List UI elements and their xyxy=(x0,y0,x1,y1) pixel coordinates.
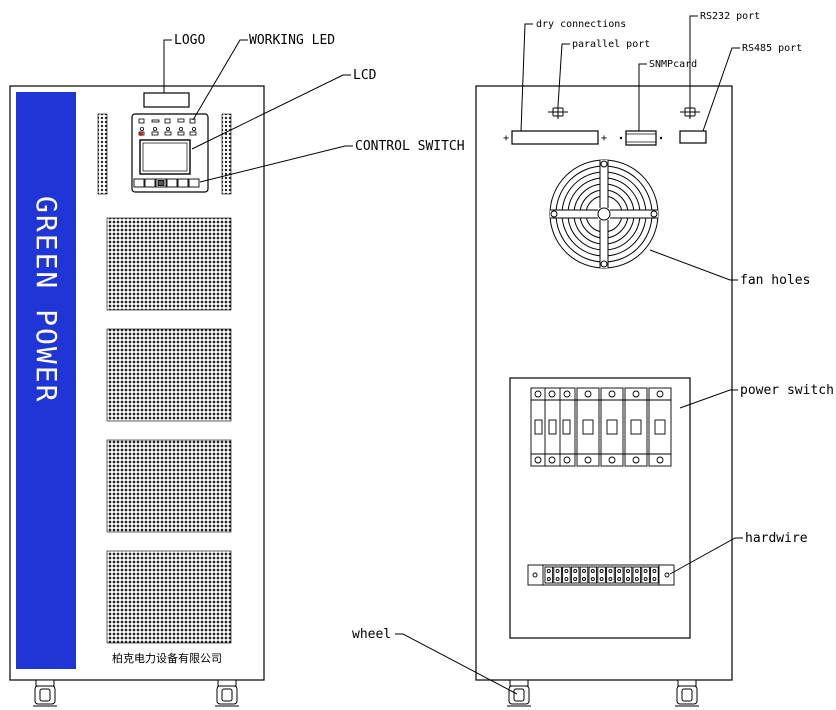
brand-text: GREEN POWER xyxy=(30,196,63,403)
terminal-screw xyxy=(546,577,551,581)
terminal-screw xyxy=(643,569,648,573)
callout-dry-connections: dry connections xyxy=(536,19,626,30)
front-vent-2 xyxy=(106,328,232,422)
screw-mark: + xyxy=(503,133,509,144)
terminal-screw xyxy=(634,569,639,573)
rear-view: + + xyxy=(352,11,834,707)
parallel-port xyxy=(548,105,568,119)
front-vent-3 xyxy=(106,439,232,533)
callout-rs485-port: RS485 port xyxy=(742,43,802,54)
terminal-screw xyxy=(626,569,630,573)
dry-connections-port xyxy=(511,130,599,145)
rear-cabinet xyxy=(475,85,733,681)
terminal-screw xyxy=(652,569,657,573)
rs232-port xyxy=(680,105,700,119)
front-vent-1 xyxy=(106,217,232,311)
terminal-screw xyxy=(555,577,560,581)
callout-logo: LOGO xyxy=(174,33,205,48)
terminal-cell xyxy=(553,566,562,584)
terminal-screw xyxy=(564,569,569,573)
logo-plate xyxy=(143,92,190,108)
terminal-screw xyxy=(546,569,551,573)
company-name: 柏克电力设备有限公司 xyxy=(112,651,222,665)
terminal-screw xyxy=(573,577,578,581)
fault-led xyxy=(139,132,143,136)
terminal-cell xyxy=(588,566,598,584)
terminal-cell xyxy=(641,566,650,584)
breaker-panel xyxy=(509,377,691,639)
terminal-screw xyxy=(573,569,578,573)
terminal-cell xyxy=(570,566,580,584)
terminal-screw xyxy=(555,569,560,573)
snmp-card-slot xyxy=(625,130,657,146)
front-left-wheel xyxy=(33,679,57,707)
terminal-cell xyxy=(623,566,633,584)
front-vent-4 xyxy=(106,550,232,644)
lcd-screen xyxy=(139,139,191,175)
terminal-screw xyxy=(599,577,604,581)
hardwire-terminal-block xyxy=(527,564,675,586)
terminal-cell xyxy=(544,566,554,584)
terminal-screw xyxy=(634,577,639,581)
callout-snmp-card: SNMPcard xyxy=(649,59,697,70)
terminal-screw xyxy=(608,577,613,581)
terminal-screw xyxy=(564,577,569,581)
rs485-port xyxy=(679,130,707,144)
callout-power-switch: power switch xyxy=(740,383,834,398)
rear-callout-lines xyxy=(395,15,743,695)
terminal-screw xyxy=(590,577,595,581)
front-callout-lines xyxy=(163,39,353,183)
fan-grille xyxy=(549,159,659,269)
front-right-wheel xyxy=(215,679,239,707)
terminal-screw xyxy=(652,577,657,581)
terminal-cell xyxy=(562,566,571,584)
terminal-cell xyxy=(614,566,624,584)
terminal-screw xyxy=(617,569,622,573)
control-switch-buttons xyxy=(133,178,200,188)
callout-wheel: wheel xyxy=(352,627,391,642)
terminal-screw xyxy=(582,569,586,573)
terminal-screw xyxy=(617,577,622,581)
working-led-indicators xyxy=(138,118,197,136)
brand-panel xyxy=(16,92,76,669)
rear-right-wheel xyxy=(675,679,699,707)
callout-rs232-port: RS232 port xyxy=(700,11,760,22)
terminal-cell xyxy=(632,566,642,584)
terminal-screw xyxy=(590,569,595,573)
power-switch-block xyxy=(530,387,672,467)
callout-fan-holes: fan holes xyxy=(740,273,810,288)
callout-control-switch: CONTROL SWITCH xyxy=(355,139,465,154)
callout-working-led: WORKING LED xyxy=(249,33,335,48)
front-cabinet xyxy=(9,85,265,681)
terminal-cell xyxy=(606,566,615,584)
callout-lcd: LCD xyxy=(353,68,377,83)
rear-left-wheel xyxy=(507,679,531,707)
terminal-screw xyxy=(582,577,586,581)
terminal-cell xyxy=(650,566,659,584)
terminal-screw xyxy=(608,569,613,573)
terminal-cell xyxy=(579,566,589,584)
front-view: GREEN POWER xyxy=(9,33,465,707)
terminal-screw xyxy=(599,569,604,573)
callout-parallel-port: parallel port xyxy=(572,39,650,50)
terminal-cell xyxy=(597,566,606,584)
terminal-screw xyxy=(643,577,648,581)
left-vent-strip xyxy=(97,113,108,195)
terminal-screw xyxy=(626,577,630,581)
right-vent-strip xyxy=(221,113,232,195)
control-panel xyxy=(131,113,209,193)
callout-hardwire: hardwire xyxy=(745,531,808,546)
screw-mark: + xyxy=(601,133,607,144)
